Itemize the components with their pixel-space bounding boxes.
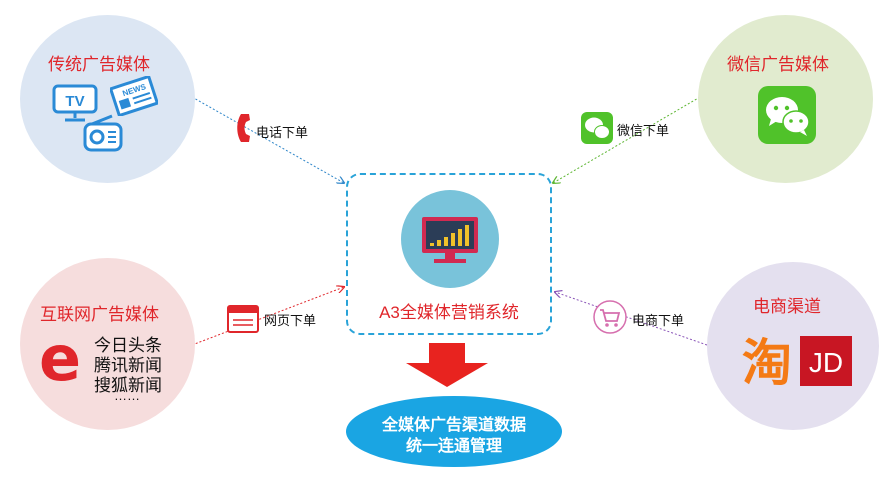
edge-label-wechat: 微信下单 — [617, 123, 670, 138]
center-system-title: A3全媒体营销系统 — [379, 303, 519, 322]
arrow-ecommerce — [555, 292, 708, 346]
arrow-wechat — [553, 96, 701, 183]
svg-text:TV: TV — [65, 93, 84, 110]
internet-item-3: 搜狐新闻 — [94, 376, 162, 395]
traditional-media-title: 传统广告媒体 — [48, 55, 150, 74]
internet-item-1: 今日头条 — [94, 336, 162, 355]
ie-icon: e — [34, 322, 86, 395]
edge-label-phone: 电话下单 — [256, 125, 309, 140]
jd-logo: JD — [800, 336, 852, 386]
radio-icon — [82, 114, 124, 154]
wechat-media-title: 微信广告媒体 — [727, 55, 829, 74]
phone-icon — [236, 112, 254, 144]
traditional-media-circle — [20, 15, 195, 183]
result-ellipse — [346, 396, 562, 467]
internet-item-2: 腾讯新闻 — [94, 356, 162, 375]
center-system-box — [346, 173, 552, 335]
down-arrow-icon — [406, 343, 488, 387]
cart-icon — [592, 299, 628, 335]
wechat-app-icon — [758, 86, 816, 144]
svg-text:淘: 淘 — [742, 334, 792, 388]
internet-media-circle — [20, 258, 195, 430]
svg-text:e: e — [39, 330, 81, 386]
internet-media-title: 互联网广告媒体 — [40, 305, 159, 324]
internet-item-more: …… — [114, 388, 140, 403]
wechat-small-icon — [581, 112, 613, 144]
newspaper-icon: NEWS — [108, 74, 160, 118]
taobao-logo: 淘 — [735, 334, 799, 392]
edge-label-ecommerce: 电商下单 — [632, 313, 685, 328]
monitor-chart-icon — [398, 190, 502, 288]
edge-label-web: 网页下单 — [264, 313, 317, 328]
arrow-traditional — [191, 96, 344, 183]
arrow-internet — [191, 287, 344, 346]
result-line-1: 全媒体广告渠道数据 — [381, 417, 526, 434]
ecommerce-title: 电商渠道 — [753, 297, 821, 316]
tv-icon: TV — [52, 84, 100, 124]
svg-text:JD: JD — [809, 347, 843, 378]
result-line-2: 统一连通管理 — [405, 438, 502, 455]
webpage-icon — [226, 304, 260, 334]
